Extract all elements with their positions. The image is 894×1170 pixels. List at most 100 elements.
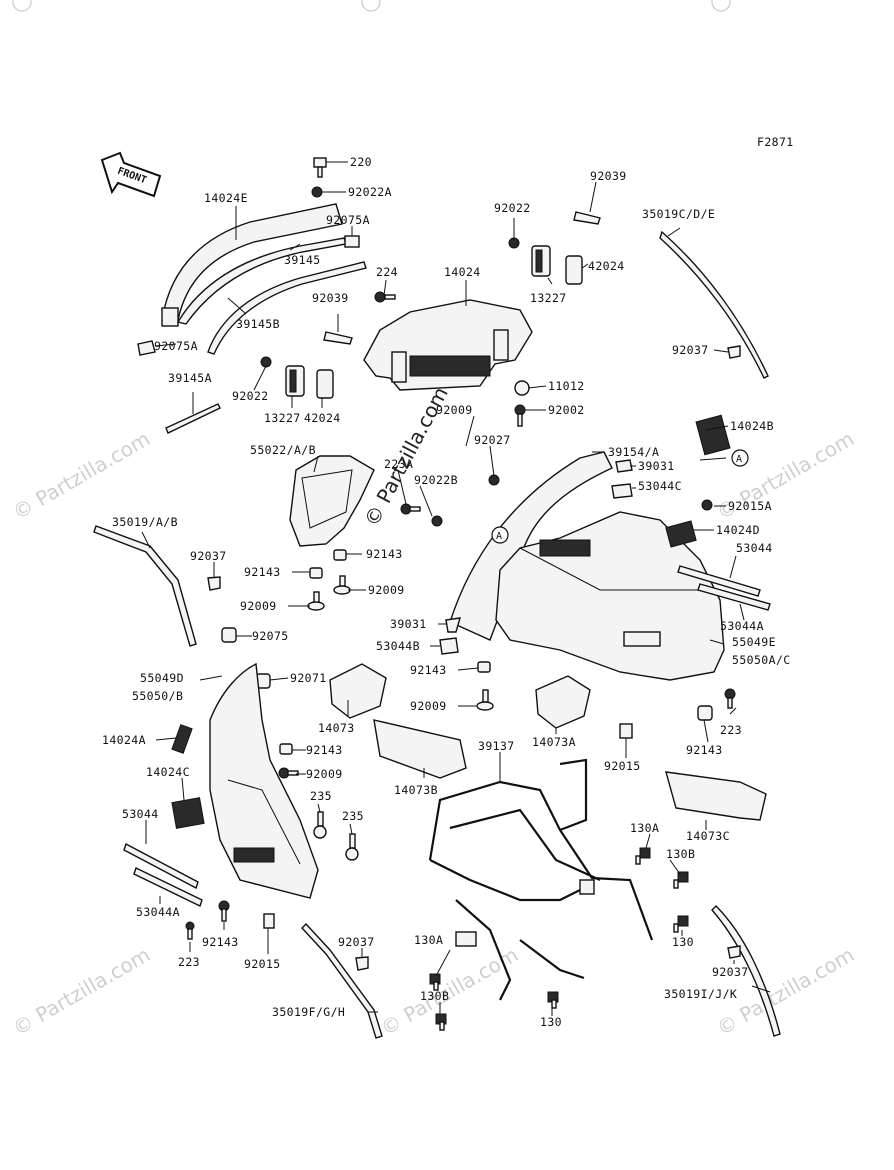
- label-14024d: 14024D: [716, 523, 760, 537]
- label-92009-a: 92009: [368, 583, 405, 597]
- label-92143-e: 92143: [306, 743, 343, 757]
- label-92143-b: 92143: [244, 565, 281, 579]
- bolt-224: [374, 291, 396, 303]
- label-92015a: 92015A: [728, 499, 772, 513]
- bolt-92009-c: [476, 689, 494, 711]
- label-92022a: 92022A: [348, 185, 392, 199]
- screw-92039-right: [573, 211, 601, 225]
- label-53044-left: 53044: [122, 807, 159, 821]
- label-14024b: 14024B: [730, 419, 774, 433]
- label-42024-right: 42024: [588, 259, 625, 273]
- panel-14024a: [171, 724, 193, 754]
- grommet-92075: [221, 627, 237, 643]
- label-92037-left: 92037: [190, 549, 227, 563]
- front-direction-arrow: FRONT: [100, 151, 162, 198]
- label-14024a: 14024A: [102, 733, 146, 747]
- label-35019cde: 35019C/D/E: [642, 207, 715, 221]
- bolt-130-bottom: [547, 991, 559, 1009]
- trim-39145b: [207, 261, 367, 355]
- svg-text:© Partzilla.com: © Partzilla.com: [9, 942, 155, 1040]
- label-92002: 92002: [548, 403, 585, 417]
- label-35019ab: 35019/A/B: [112, 515, 178, 529]
- label-35019ijk: 35019I/J/K: [664, 987, 737, 1001]
- cover-55022ab: [289, 455, 375, 547]
- bolt-235-b: [345, 833, 359, 861]
- label-92009-c: 92009: [410, 699, 447, 713]
- part-labels: 220 92022A 14024E 92075A 39145 39145B 92…: [102, 155, 791, 1029]
- label-130b-right: 130B: [666, 847, 695, 861]
- label-55049d: 55049D: [140, 671, 184, 685]
- clip-92037-lower-left: [355, 956, 369, 971]
- label-39145: 39145: [284, 253, 321, 267]
- clip-92015-right: [619, 723, 633, 739]
- bolt-130-right: [673, 915, 689, 933]
- bolt-223-lower-left: [185, 921, 195, 940]
- label-92075: 92075: [252, 629, 289, 643]
- washer-92022a: [311, 186, 323, 198]
- grommet-92143-c: [477, 661, 491, 673]
- label-92009-b: 92009: [240, 599, 277, 613]
- label-92039-right: 92039: [590, 169, 627, 183]
- trim-35019ijk: [711, 905, 781, 1037]
- watermark-top-center: [361, 0, 381, 12]
- watermark-top-left: [12, 0, 32, 12]
- grommet-92143-d: [279, 743, 293, 755]
- trim-35019cde: [659, 230, 769, 379]
- label-92143-c: 92143: [410, 663, 447, 677]
- label-13227-right: 13227: [530, 291, 567, 305]
- label-14024: 14024: [444, 265, 481, 279]
- label-223a: 223A: [384, 457, 413, 471]
- label-92075a-top: 92075A: [326, 213, 370, 227]
- bolt-220: [313, 157, 327, 178]
- ref-circle-a-left: A: [491, 526, 509, 544]
- clip-92075a-left: [137, 340, 156, 356]
- screw-92002: [514, 404, 526, 427]
- label-39137: 39137: [478, 739, 515, 753]
- label-130-right: 130: [672, 935, 694, 949]
- label-55050b: 55050/B: [132, 689, 183, 703]
- bolt-92009-a: [333, 575, 351, 595]
- bolt-223-right: [724, 688, 736, 709]
- watermark-left-bottom: © Partzilla.com: [9, 942, 155, 1040]
- seal-53044a-left: [133, 867, 203, 907]
- grommet-13227-right: [531, 245, 551, 277]
- seal-53044-right: [677, 565, 761, 597]
- strip-39145a: [165, 403, 221, 434]
- label-92037-lower-right: 92037: [712, 965, 749, 979]
- bolt-130a-left: [429, 973, 441, 991]
- grommet-13227-left: [285, 365, 305, 397]
- label-39145a: 39145A: [168, 371, 212, 385]
- label-235-a: 235: [310, 789, 332, 803]
- label-92037-lower-left: 92037: [338, 935, 375, 949]
- clip-39031-upper: [615, 459, 633, 473]
- clip-92075a-top: [344, 235, 360, 248]
- trim-35019ab: [93, 525, 197, 647]
- label-220: 220: [350, 155, 372, 169]
- label-14024e: 14024E: [204, 191, 248, 205]
- label-92015-right: 92015: [604, 759, 641, 773]
- label-39145b: 39145B: [236, 317, 280, 331]
- label-224: 224: [376, 265, 398, 279]
- nut-42024-left: [316, 369, 334, 399]
- label-92075a-left: 92075A: [154, 339, 198, 353]
- frame-39137: [428, 758, 654, 1001]
- bolt-92009-b: [307, 591, 325, 611]
- svg-text:A: A: [736, 454, 742, 465]
- label-92143-right: 92143: [686, 743, 723, 757]
- duct-14073: [329, 663, 387, 719]
- washer-92022b: [431, 515, 443, 527]
- label-14073c: 14073C: [686, 829, 730, 843]
- label-223-left: 223: [178, 955, 200, 969]
- svg-text:A: A: [496, 531, 502, 542]
- clip-39031-lower: [445, 617, 461, 633]
- grommet-92143-b: [309, 567, 323, 579]
- bolt-130b-left: [435, 1013, 447, 1031]
- label-53044a-left: 53044A: [136, 905, 180, 919]
- collar-92027: [488, 474, 500, 486]
- label-39031-upper: 39031: [638, 459, 675, 473]
- ref-circle-a-right: A: [731, 449, 749, 467]
- label-53044-right: 53044: [736, 541, 773, 555]
- label-130a-right: 130A: [630, 821, 659, 835]
- label-55050ac: 55050A/C: [732, 653, 791, 667]
